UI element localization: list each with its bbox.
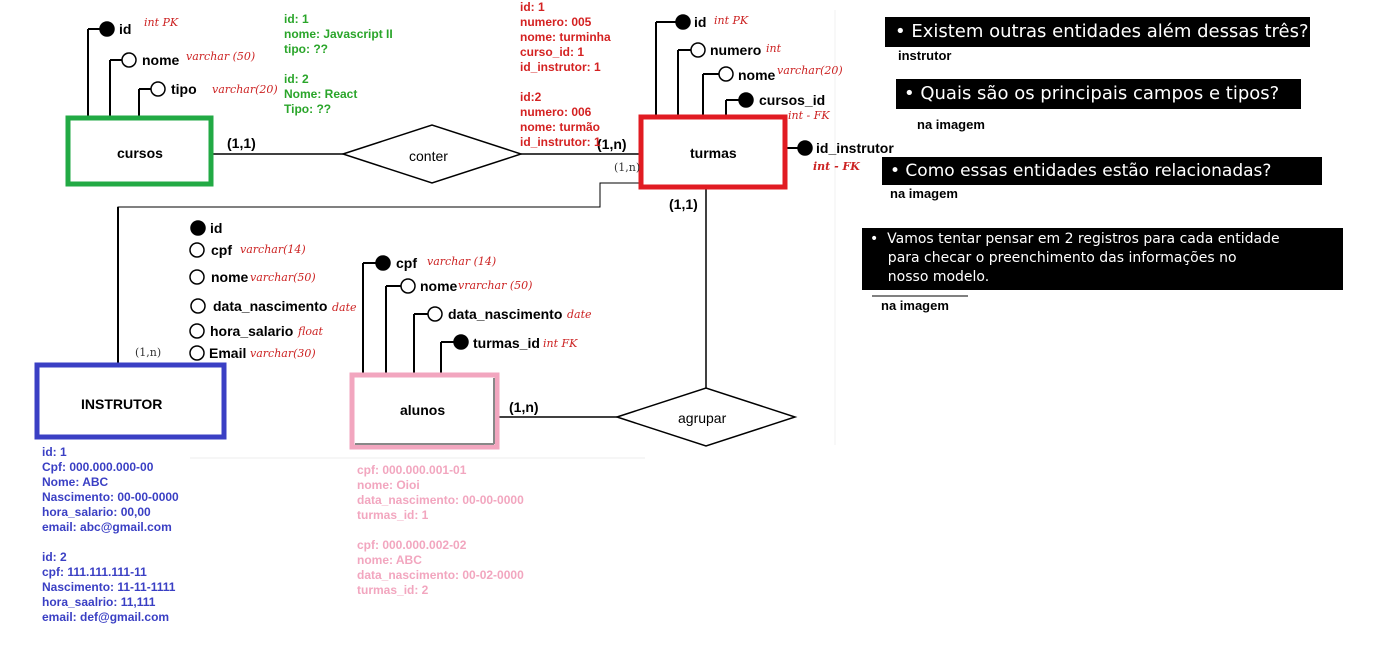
turmas-attr-numero-type: int (766, 42, 782, 55)
turmas-attribute-lines (655, 21, 798, 149)
turmas-attr-numero: numero (710, 42, 762, 58)
turmas-entity-label: turmas (690, 145, 737, 161)
cursos-entity-label: cursos (117, 145, 163, 161)
cursos-attribute-lines (87, 28, 151, 118)
turmas-attr-nome-type: varchar(20) (777, 64, 843, 77)
turmas-attr-id-type: int PK (714, 14, 749, 27)
instrutor-attr-data-nascimento-type: date (332, 301, 357, 314)
instrutor-attr-hora-salario-type: float (298, 325, 323, 338)
alunos-attr-data-nascimento-type: date (567, 308, 592, 321)
relationship-lines (117, 153, 707, 418)
cardinality-conter-turmas: (1,n) (597, 136, 627, 152)
question-1: • Existem outras entidades além dessas t… (885, 17, 1310, 47)
conter-relationship-shape (340, 124, 524, 184)
question-4: • Vamos tentar pensar em 2 registros par… (862, 228, 1343, 290)
cardinality-cursos-conter: (1,1) (227, 135, 256, 151)
cursos-entity-box (65, 115, 214, 187)
alunos-sample-records: cpf: 000.000.001-01 nome: Oioi data_nasc… (357, 463, 524, 597)
alunos-attr-cpf-type: varchar (14) (427, 255, 497, 268)
answer-4: na imagem (881, 298, 949, 313)
turmas-attr-id-instrutor: id_instrutor (816, 140, 894, 156)
cursos-attr-nome: nome (142, 52, 180, 68)
cardinality-turmas-instrutor: (1,n) (614, 161, 641, 174)
instrutor-attr-email-type: varchar(30) (250, 347, 316, 360)
alunos-attr-turmas-id-type: int FK (543, 337, 578, 350)
answer-3: na imagem (890, 186, 958, 201)
alunos-attr-turmas-id: turmas_id (473, 335, 540, 351)
cursos-attr-tipo: tipo (171, 81, 197, 97)
attribute-markers (99, 14, 813, 361)
agrupar-relationship-shape (614, 387, 798, 447)
turmas-attr-nome: nome (738, 67, 776, 83)
instrutor-attr-nome: nome (211, 269, 249, 285)
answer-1: instrutor (898, 48, 952, 63)
instrutor-entity-label: INSTRUTOR (81, 396, 163, 412)
turmas-attr-id: id (694, 14, 707, 30)
instrutor-attr-id: id (210, 220, 223, 236)
turmas-sample-records: id: 1 numero: 005 nome: turminha curso_i… (520, 0, 611, 149)
cardinality-instrutor: (1,n) (135, 346, 162, 359)
cursos-attr-tipo-type: varchar(20) (212, 83, 278, 96)
turmas-attr-cursos-id-type: int - FK (788, 109, 830, 122)
conter-relationship-label: conter (409, 148, 448, 164)
cardinality-turmas-agrupar: (1,1) (669, 196, 698, 212)
alunos-entity-box (349, 372, 500, 450)
alunos-attribute-lines (362, 262, 454, 375)
cardinality-alunos-agrupar: (1,n) (509, 399, 539, 415)
instrutor-attr-nome-type: varchar(50) (250, 271, 316, 284)
cursos-attr-id-type: int PK (144, 16, 179, 29)
instrutor-attr-email: Email (209, 345, 247, 361)
turmas-entity-box (638, 114, 788, 190)
alunos-attr-nome-type: vrarchar (50) (458, 279, 533, 292)
instrutor-attr-data-nascimento: data_nascimento (213, 298, 328, 314)
alunos-attr-cpf: cpf (396, 255, 417, 271)
cursos-attr-nome-type: varchar (50) (186, 50, 256, 63)
instrutor-entity-box (34, 362, 227, 440)
instrutor-attr-hora-salario: hora_salario (210, 323, 294, 339)
turmas-attr-cursos-id: cursos_id (759, 92, 826, 108)
agrupar-relationship-label: agrupar (678, 410, 727, 426)
instrutor-sample-records: id: 1 Cpf: 000.000.000-00 Nome: ABC Nasc… (42, 445, 179, 624)
question-2: • Quais são os principais campos e tipos… (896, 79, 1301, 109)
cursos-sample-records: id: 1 nome: Javascript II tipo: ?? id: 2… (284, 12, 393, 116)
answer-2: na imagem (917, 117, 985, 132)
alunos-attr-nome: nome (420, 278, 458, 294)
instrutor-attr-cpf: cpf (211, 242, 232, 258)
instrutor-attr-cpf-type: varchar(14) (240, 243, 306, 256)
question-3: • Como essas entidades estão relacionada… (882, 157, 1322, 185)
alunos-attr-data-nascimento: data_nascimento (448, 306, 563, 322)
turmas-attr-id-instrutor-type: int - FK (813, 160, 860, 173)
alunos-entity-label: alunos (400, 402, 446, 418)
cursos-attr-id: id (119, 21, 132, 37)
